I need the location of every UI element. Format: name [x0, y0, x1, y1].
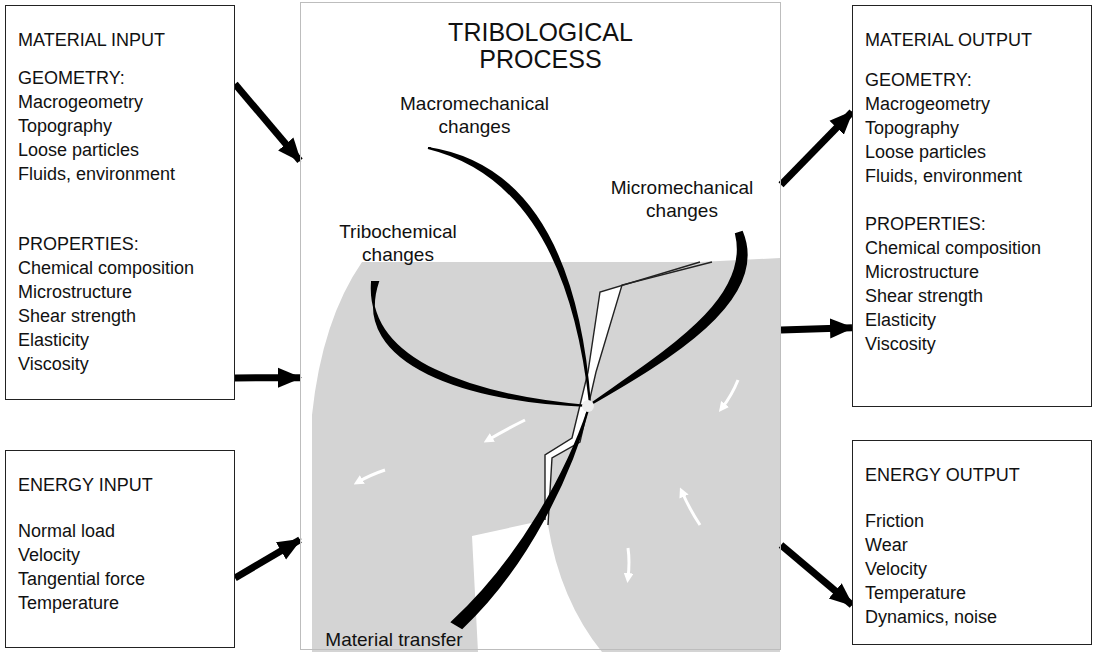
right-body — [548, 258, 780, 652]
output-box: MATERIAL OUTPUT GEOMETRY:MacrogeometryTop… — [852, 5, 1092, 407]
box-text: Temperature — [865, 581, 1083, 605]
box-text: Temperature — [18, 591, 226, 615]
change-curve — [428, 148, 590, 404]
output-box: ENERGY OUTPUT FrictionWearVelocityTempera… — [852, 440, 1092, 645]
box-text: Viscosity — [18, 352, 226, 376]
motion-arrow — [488, 420, 525, 440]
change-curve — [372, 282, 588, 406]
change-curve — [588, 232, 747, 406]
input-box: MATERIAL INPUT GEOMETRY:MacrogeometryTopo… — [5, 5, 235, 400]
box-text: PROPERTIES: — [18, 232, 226, 256]
flow-arrow — [235, 84, 300, 161]
contact-spot — [582, 400, 594, 412]
box-text: Topography — [865, 116, 1083, 140]
motion-arrow — [722, 380, 738, 408]
box-text: Shear strength — [865, 284, 1083, 308]
box-text: Microstructure — [865, 260, 1083, 284]
box-text: Normal load — [18, 519, 226, 543]
flow-arrow — [781, 328, 852, 330]
box-text: Fluids, environment — [865, 164, 1083, 188]
box-heading: MATERIAL OUTPUT — [865, 28, 1083, 52]
box-text: Chemical composition — [18, 256, 226, 280]
motion-arrow — [628, 548, 629, 578]
box-text: Shear strength — [18, 304, 226, 328]
box-text: Topography — [18, 114, 226, 138]
box-text: Elasticity — [18, 328, 226, 352]
box-text: Velocity — [18, 543, 226, 567]
box-text: Chemical composition — [865, 236, 1083, 260]
box-text: Velocity — [865, 557, 1083, 581]
box-text: Macrogeometry — [865, 92, 1083, 116]
box-text: Macrogeometry — [18, 90, 226, 114]
change-curve — [452, 410, 588, 628]
box-text: Viscosity — [865, 332, 1083, 356]
box-heading: TRIBOLOGICAL PROCESS — [426, 19, 656, 73]
process-label: Macromechanical changes — [362, 92, 587, 138]
box-text: Loose particles — [865, 140, 1083, 164]
box-heading: ENERGY INPUT — [18, 473, 226, 497]
flow-arrow — [235, 540, 300, 578]
flow-arrow — [781, 545, 852, 605]
box-text: Friction — [865, 509, 1083, 533]
box-text: Loose particles — [18, 138, 226, 162]
flow-arrow — [235, 374, 300, 381]
input-box: ENERGY INPUT Normal loadVelocityTangentia… — [5, 450, 235, 648]
box-text: Microstructure — [18, 280, 226, 304]
box-text: PROPERTIES: — [865, 212, 1083, 236]
box-text: Wear — [865, 533, 1083, 557]
contact-gap — [545, 262, 700, 520]
box-text: Tangential force — [18, 567, 226, 591]
box-text: GEOMETRY: — [18, 66, 226, 90]
box-text: Elasticity — [865, 308, 1083, 332]
process-label: Micromechanical changes — [592, 176, 772, 222]
box-text: Fluids, environment — [18, 162, 226, 186]
motion-arrow — [682, 492, 700, 525]
process-label: Tribochemical changes — [318, 220, 478, 266]
box-heading: ENERGY OUTPUT — [865, 463, 1083, 487]
box-text: Dynamics, noise — [865, 605, 1083, 629]
process-label: Material transfer — [304, 628, 484, 651]
box-heading: MATERIAL INPUT — [18, 28, 226, 52]
flow-arrow — [781, 112, 852, 185]
box-text: GEOMETRY: — [865, 68, 1083, 92]
motion-arrow — [358, 470, 385, 482]
